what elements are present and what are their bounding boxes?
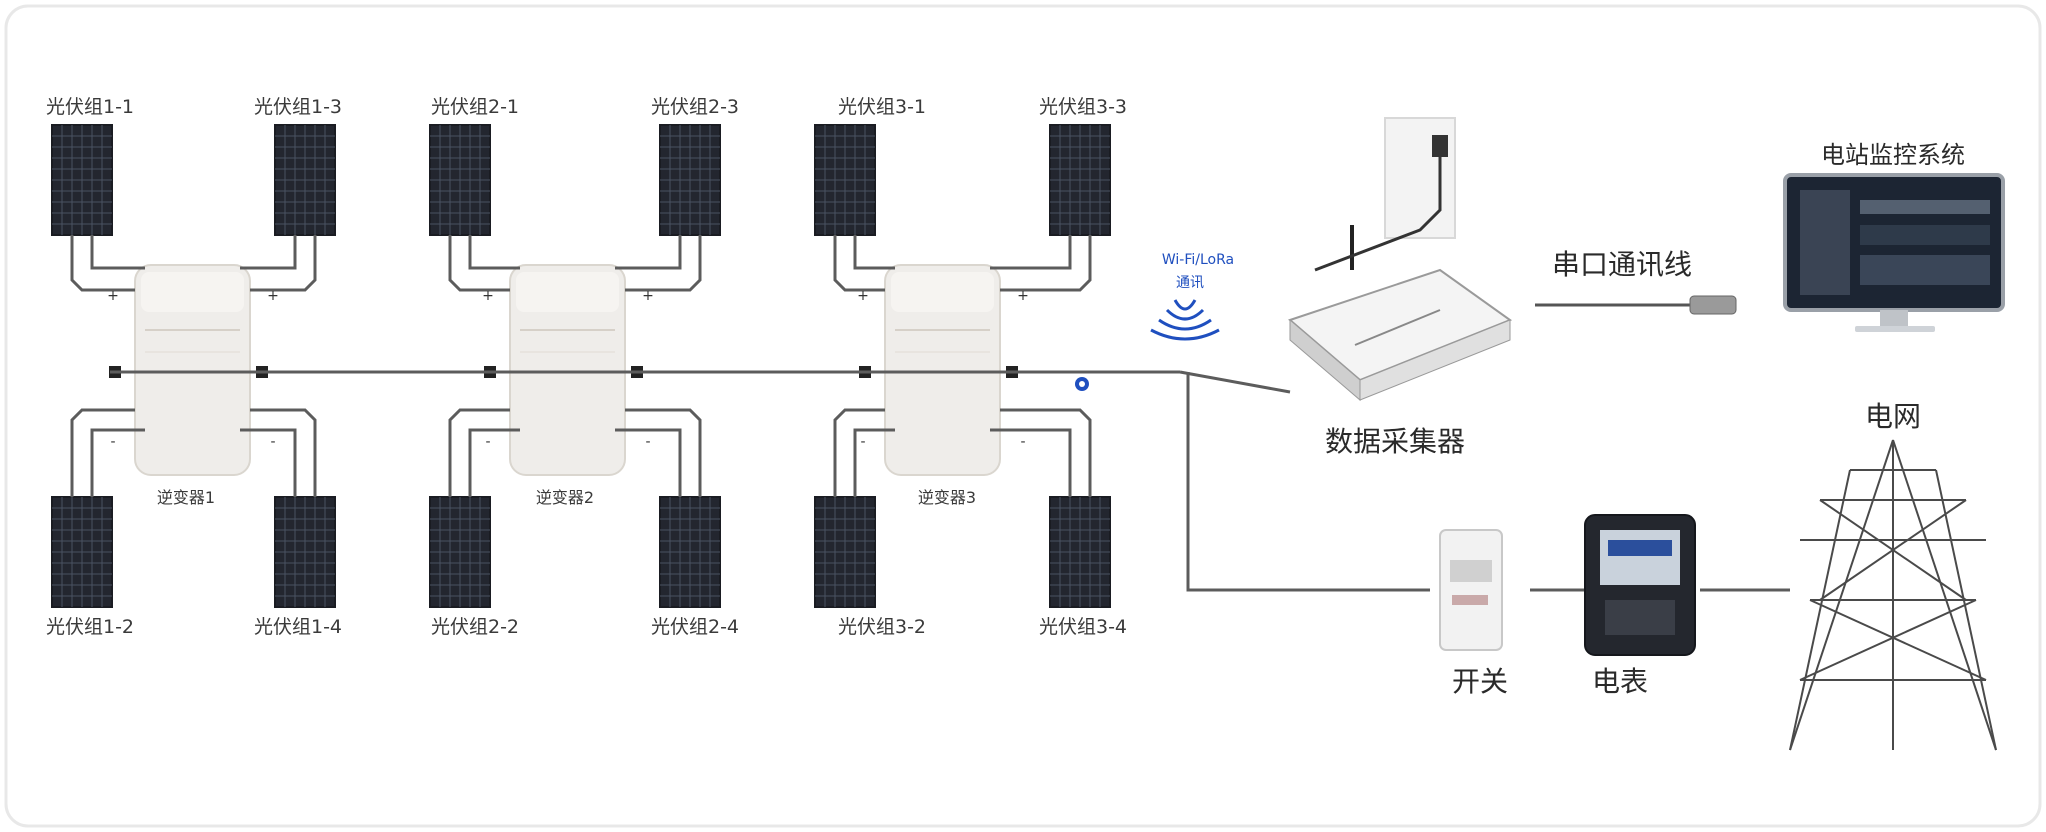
- wire-top-left-b-3: [853, 235, 895, 270]
- solar-panel-top-4: [659, 124, 721, 236]
- diagram-frame: [4, 4, 2042, 828]
- cable-label: 串口通讯线: [1551, 248, 1693, 281]
- solar-panel-bottom-2: [274, 496, 336, 608]
- panel-label-top-3: 光伏组2-1: [430, 96, 520, 118]
- wire-top-left-b-1: [90, 235, 145, 270]
- plus-mark-r-1: +: [267, 288, 279, 304]
- wire-bottom-right-3: [1000, 408, 1092, 497]
- minus-mark-r-2: -: [645, 434, 650, 450]
- wire-top-right-2: [625, 235, 702, 292]
- minus-mark-l-2: -: [485, 434, 490, 450]
- solar-panel-bottom-5: [814, 496, 876, 608]
- panel-label-top-6: 光伏组3-3: [1038, 96, 1128, 118]
- inverter-label-2: 逆变器2: [535, 488, 595, 507]
- grid-label: 电网: [1864, 400, 1922, 433]
- collector-plug: [1432, 135, 1448, 157]
- inverter-label-1: 逆变器1: [156, 488, 216, 507]
- collector-plug-board: [1384, 117, 1456, 239]
- wire-top-left-2: [448, 235, 510, 292]
- panel-label-top-1: 光伏组1-1: [45, 96, 135, 118]
- wire-bottom-left-b-2: [468, 428, 520, 497]
- plus-mark-l-2: +: [482, 288, 494, 304]
- wire-top-right-b-3: [990, 235, 1072, 270]
- wireless-icon: [1150, 299, 1220, 341]
- monitor-screen: [1783, 173, 2005, 332]
- meter-label: 电表: [1591, 665, 1649, 698]
- collector-label: 数据采集器: [1324, 425, 1466, 458]
- solar-panel-bottom-4: [659, 496, 721, 608]
- solar-panel-bottom-6: [1049, 496, 1111, 608]
- minus-mark-l-1: -: [110, 434, 115, 450]
- wire-bottom-left-b-3: [853, 428, 895, 497]
- bus-down-line: [1186, 372, 1430, 592]
- wire-top-left-b-2: [468, 235, 520, 270]
- transmission-tower: [1789, 439, 1997, 751]
- wire-bottom-left-b-1: [90, 428, 145, 497]
- solar-panel-top-3: [429, 124, 491, 236]
- wire-top-left-3: [833, 235, 885, 292]
- plus-mark-l-3: +: [857, 288, 869, 304]
- solar-panel-bottom-3: [429, 496, 491, 608]
- solar-panel-top-1: [51, 124, 113, 236]
- panel-label-bottom-5: 光伏组3-2: [837, 616, 927, 638]
- panel-label-top-5: 光伏组3-1: [837, 96, 927, 118]
- plus-mark-l-1: +: [107, 288, 119, 304]
- wire-top-left-1: [70, 235, 135, 292]
- wire-bottom-left-2: [448, 408, 510, 497]
- panel-label-bottom-6: 光伏组3-4: [1038, 616, 1128, 638]
- minus-mark-l-3: -: [860, 434, 865, 450]
- wire-bottom-left-1: [70, 408, 135, 497]
- wire-top-right-b-1: [240, 235, 297, 270]
- panel-label-bottom-1: 光伏组1-2: [45, 616, 135, 638]
- wire-top-right-1: [250, 235, 317, 292]
- inverter-label-3: 逆变器3: [917, 488, 977, 507]
- serial-connector: [1689, 295, 1737, 315]
- bus-connector-dot-core: [1079, 381, 1085, 387]
- solar-panel-top-2: [274, 124, 336, 236]
- wire-bottom-right-b-3: [990, 428, 1072, 497]
- plus-mark-r-3: +: [1017, 288, 1029, 304]
- panel-label-bottom-4: 光伏组2-4: [650, 616, 740, 638]
- data-collector-device: [1288, 225, 1513, 402]
- wire-bottom-left-3: [833, 408, 885, 497]
- wire-bottom-right-b-2: [615, 428, 682, 497]
- inverter-1: [134, 264, 251, 476]
- meter-device: [1584, 514, 1696, 656]
- bus-to-collector: [1179, 370, 1291, 394]
- wireless-sub-label: 通讯: [1176, 275, 1204, 291]
- wire-bottom-right-1: [250, 408, 317, 497]
- wireless-label: Wi-Fi/LoRa: [1161, 252, 1235, 268]
- panel-label-top-2: 光伏组1-3: [253, 96, 343, 118]
- collector-power-cable: [1314, 150, 1442, 272]
- minus-mark-r-1: -: [270, 434, 275, 450]
- wire-top-right-b-2: [615, 235, 682, 270]
- wire-top-right-3: [1000, 235, 1092, 292]
- minus-mark-r-3: -: [1020, 434, 1025, 450]
- wire-bottom-right-b-1: [240, 428, 297, 497]
- wire-bottom-right-2: [625, 408, 702, 497]
- inverter-3: [884, 264, 1001, 476]
- solar-panel-bottom-1: [51, 496, 113, 608]
- inverter-2: [509, 264, 626, 476]
- panel-label-bottom-2: 光伏组1-4: [253, 616, 343, 638]
- solar-panel-top-6: [1049, 124, 1111, 236]
- panel-label-top-4: 光伏组2-3: [650, 96, 740, 118]
- solar-panel-top-5: [814, 124, 876, 236]
- switch-label: 开关: [1451, 665, 1509, 698]
- panel-label-bottom-3: 光伏组2-2: [430, 616, 520, 638]
- monitor-label: 电站监控系统: [1821, 141, 1965, 169]
- switch-device: [1439, 529, 1503, 651]
- plus-mark-r-2: +: [642, 288, 654, 304]
